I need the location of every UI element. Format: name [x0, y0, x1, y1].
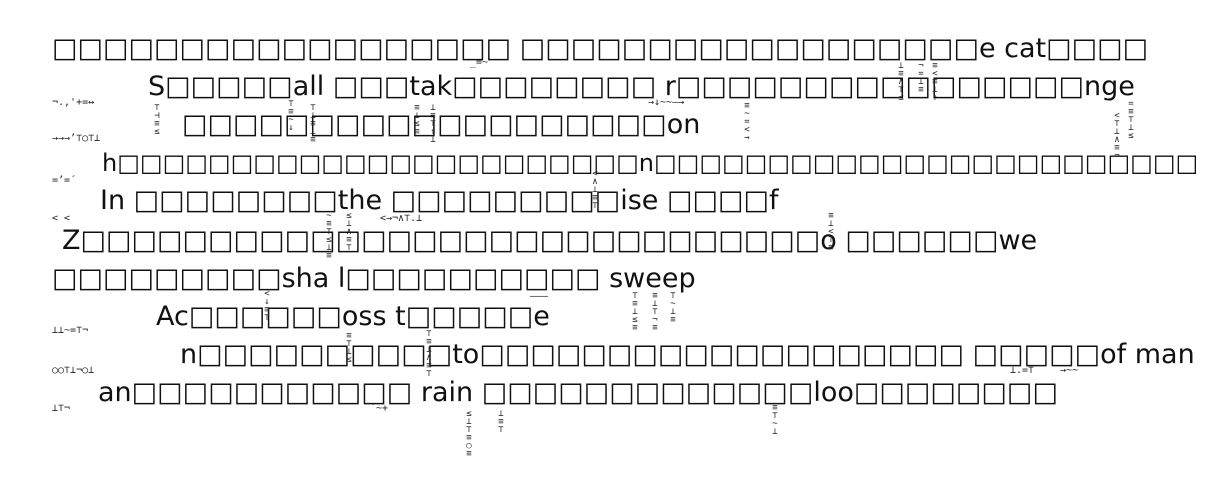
glyph-noise: <→¬∧⊤.⊥	[380, 213, 423, 224]
glyph-noise-vertical: ⊤ ≡ ⊥ ≤ ≡	[632, 291, 638, 333]
glyph-noise-vertical: ⊤ ≡ ~ ↓	[288, 99, 294, 133]
text-line-1: □□□□□□□□□□□□□□□□□□ □□□□□□□□□□□□□□□□□□e c…	[52, 33, 1149, 64]
glyph-noise-vertical: ⊤ ⊥ ≡ ⊥ ≡	[310, 103, 316, 145]
text-line-5: In □□□□□□□□the □□□□□□□□□ise □□□□f	[100, 185, 779, 216]
glyph-noise: _=~	[470, 57, 489, 68]
glyph-noise: ´~+	[370, 403, 389, 414]
text-line-4: h□□□□□□□□□□□□□□□□□□□□□□□n□□□□□□□□□□□□□□□…	[102, 149, 1199, 177]
glyph-noise-vertical: ~ ≡ ⊤ ≤ ⊥ ≡	[326, 211, 332, 261]
glyph-noise: ¬.,'+=↔	[52, 97, 95, 108]
glyph-noise-vertical: ⊤ ⊣ ≡ ≤	[154, 103, 160, 137]
glyph-noise-vertical: ≡ ~ = < →	[744, 101, 750, 143]
glyph-noise-vertical: ≡ ⊤ ⊥ ≤	[346, 331, 352, 365]
glyph-noise-vertical: ⊥ ≡ ⊤	[498, 409, 504, 435]
glyph-noise: ⊥.=⊤	[1010, 365, 1035, 376]
glyph-noise-vertical: = ≡ ⊤ ⊥ ≤	[1128, 99, 1134, 141]
text-line-9: n□□□□□□□□□□to□□□□□□□□□□□□□□□□□□□ □□□□□of…	[180, 339, 1195, 370]
glyph-noise: →~~	[1060, 365, 1079, 376]
text-line-8: Ac□□□□□□oss t□□□□□e	[156, 301, 550, 332]
text-line-3: □□□□□□□□□□□□□□□□□□□on	[182, 109, 701, 140]
glyph-noise-vertical: ⊤ ~ ⊥ ≡	[670, 291, 676, 325]
glyph-noise: ⊥⊥~=⊤¬	[52, 325, 89, 336]
glyph-noise: ○○⊤⊥¬○⊥	[52, 365, 95, 376]
glyph-noise: < <	[52, 213, 71, 224]
glyph-noise-vertical: ≡ ⊥ ≤ ≡	[414, 103, 420, 137]
glyph-noise-vertical: ≡ ⊤ ~ ⊥	[772, 403, 778, 437]
glyph-noise: ———	[530, 291, 549, 302]
text-line-7: □□□□□□□□□sha l□□□□□□□□□□ sweep	[52, 263, 696, 294]
glyph-noise: ⊥⊤¬	[52, 403, 71, 414]
glyph-noise-vertical: < ⊤ ⊥ ∧ ≡ ¬	[1114, 111, 1120, 161]
glyph-noise: →↓~~—→	[648, 97, 685, 108]
glyph-noise-vertical: ≡ ⊥ < ⊤ ≡	[828, 211, 834, 253]
glyph-noise-vertical: < ∧ ⊥ ≡ ⊤	[592, 169, 598, 211]
glyph-noise-vertical: ≡ ⊥ ⊤ ¬ ≡	[652, 291, 658, 333]
glyph-noise-vertical: ≤ ⊥ ∧ ≡ ⊤	[346, 211, 352, 253]
glyph-noise-vertical: ¬ = ⊥ ≡	[918, 61, 924, 95]
glyph-noise-vertical: ⊥ ≡ ∧ ⊤ ≤	[898, 61, 904, 103]
text-line-6: Z□□□□□□□□□□□□□□□□□□□□□□□□□□□□□o □□□□□□we	[62, 225, 1038, 256]
glyph-noise: =’=´	[52, 175, 77, 186]
text-line-10: an□□□□□□□□□□□ rain □□□□□□□□□□□□□loo□□□□□…	[98, 377, 1058, 408]
glyph-noise: →→→’⊤○⊤⊥	[52, 133, 101, 144]
glyph-noise-vertical: ≡ < ≡ ⊥ ↑	[932, 61, 938, 103]
glyph-noise-vertical: ⊤ ≡ ⊥ ∧ ≡ ⊤	[426, 329, 432, 379]
glyph-noise-vertical: ≤ ⊥ ⊤ ≡ ○ ≡	[466, 409, 472, 459]
glyph-noise-vertical: < ↓ ≡ ⊤	[264, 289, 270, 323]
glyph-noise-vertical: ⊥ ≡ ⊤ ↑ ⊥	[430, 103, 436, 145]
text-line-2: S□□□□□all □□□tak□□□□□□□□ r□□□□□□□□□□□□□□…	[148, 71, 1135, 102]
